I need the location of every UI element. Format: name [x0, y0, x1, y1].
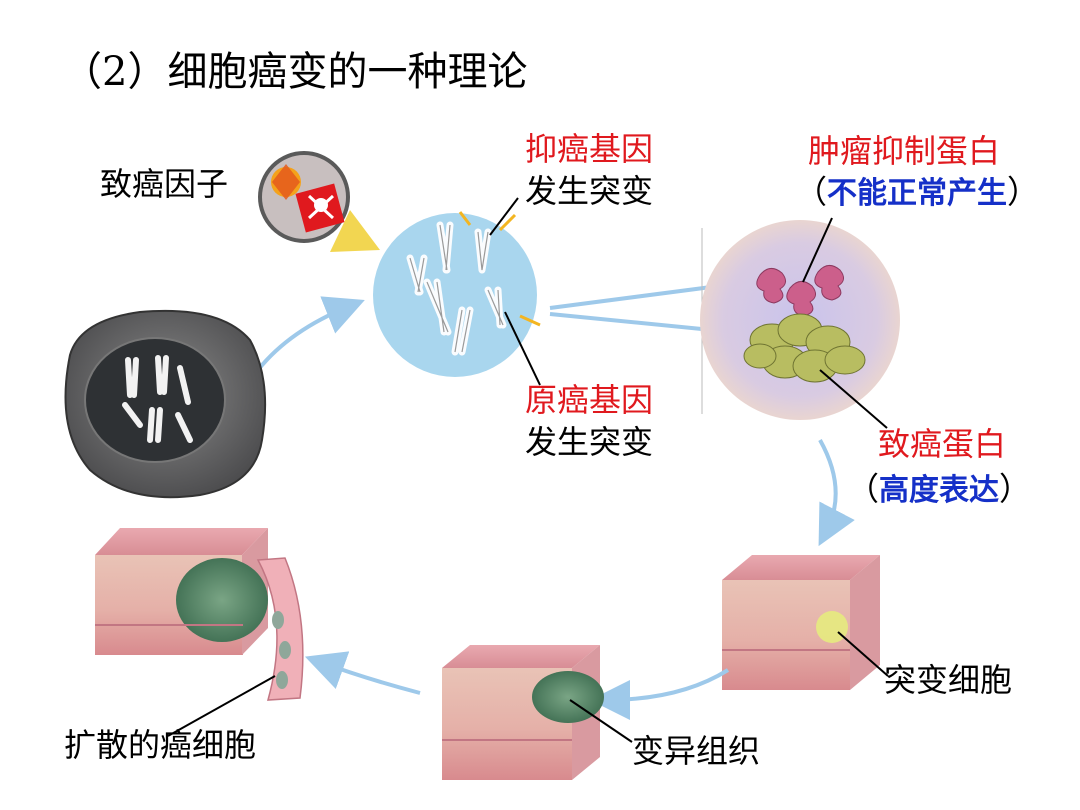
suppressor-gene-label: 抑癌基因: [525, 130, 654, 168]
spread-cancer-block: [95, 528, 304, 737]
dividing-cell-image: [64, 309, 267, 499]
carcinogen-icon: [258, 151, 380, 252]
arrow-protein-to-mutant: [818, 439, 855, 547]
protooncogene-leader-line: [504, 311, 541, 386]
variant-tissue-label: 变异组织: [632, 732, 761, 770]
carcinogen-label: 致癌因子: [100, 165, 229, 203]
protooncogene-label: 原癌基因: [525, 381, 654, 419]
tumor-suppressor-protein-label: 肿瘤抑制蛋白: [808, 132, 1001, 170]
spread-cancer-cells-label: 扩散的癌细胞: [64, 726, 257, 764]
arrow-cell-to-nucleus: [256, 296, 365, 372]
mutant-skin-block: [722, 555, 889, 690]
page-title: （2）细胞癌变的一种理论: [62, 49, 528, 95]
suppressor-leader-line: [489, 197, 519, 236]
arrow-variant-to-spread: [304, 651, 421, 695]
protein-panel: [700, 217, 900, 429]
suppressor-mutation-label: 发生突变: [525, 172, 654, 210]
nucleus-circle: [373, 211, 541, 377]
oncoprotein-label: 致癌蛋白: [878, 425, 1007, 463]
arrow-mutant-to-variant: [590, 668, 730, 720]
mutant-cell-label: 突变细胞: [884, 661, 1013, 699]
oncoprotein-note: （高度表达）: [847, 470, 1032, 508]
tumor-suppressor-protein-note: （不能正常产生）: [795, 173, 1040, 211]
variant-tissue-block: [442, 645, 633, 780]
protooncogene-mutation-label: 发生突变: [525, 423, 654, 461]
